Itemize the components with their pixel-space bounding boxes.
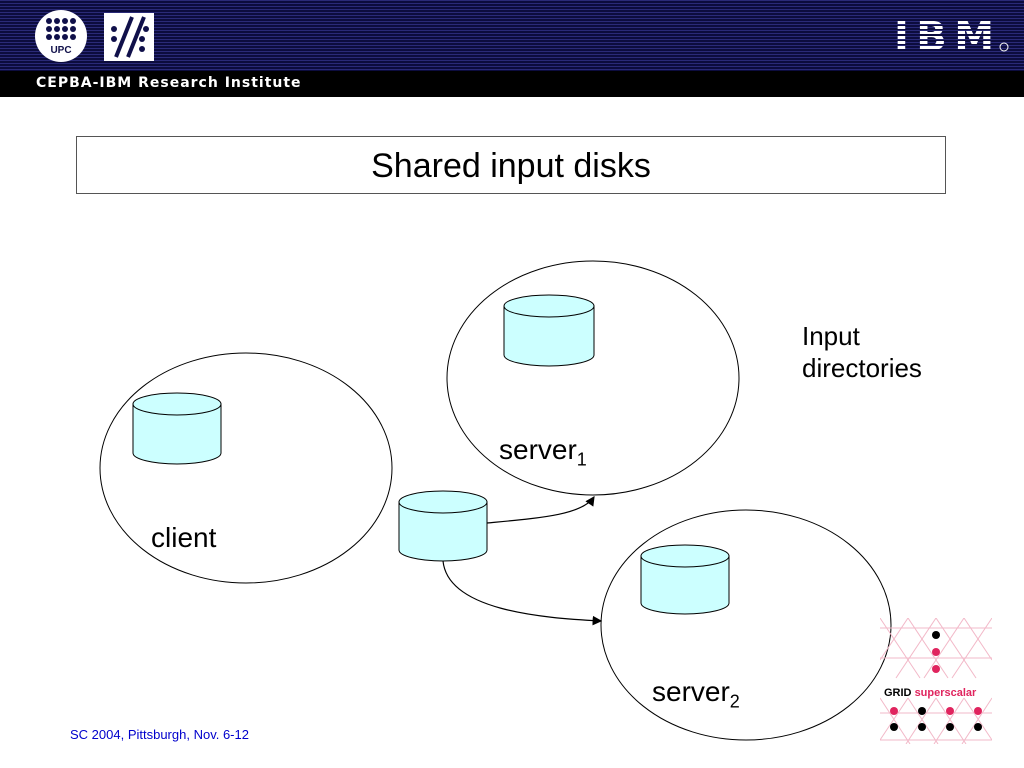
institute-bar: CEPBA-IBM Research Institute [0, 71, 1024, 97]
client-disk [132, 392, 222, 465]
ibm-logo: IBM [894, 16, 1009, 56]
server2-label: server2 [652, 676, 740, 712]
upc-logo: UPC [35, 10, 87, 62]
input-directories-label: Input directories [802, 320, 922, 384]
server1-label: server1 [499, 434, 587, 470]
arrow-to-server1 [486, 496, 595, 524]
client-node [99, 352, 393, 584]
server1-node [446, 260, 740, 496]
server1-disk [503, 294, 595, 367]
grid-superscalar-text: GRID superscalar [884, 687, 977, 699]
header-band: UPC IBM [0, 0, 1024, 71]
upc-logo-text: UPC [50, 45, 71, 56]
title-box: Shared input disks [76, 136, 946, 194]
server2-node [600, 509, 892, 741]
input-label-line1: Input [802, 321, 860, 351]
footer-text: SC 2004, Pittsburgh, Nov. 6-12 [70, 727, 249, 742]
arrow-to-server2 [442, 560, 603, 626]
research-logo [104, 13, 154, 61]
grid-superscalar-logo [880, 618, 992, 744]
slide-title: Shared input disks [371, 147, 651, 185]
server2-disk [640, 544, 730, 615]
institute-name: CEPBA-IBM Research Institute [36, 75, 302, 91]
input-label-line2: directories [802, 353, 922, 383]
client-label: client [151, 522, 217, 553]
shared-disk [398, 490, 488, 562]
